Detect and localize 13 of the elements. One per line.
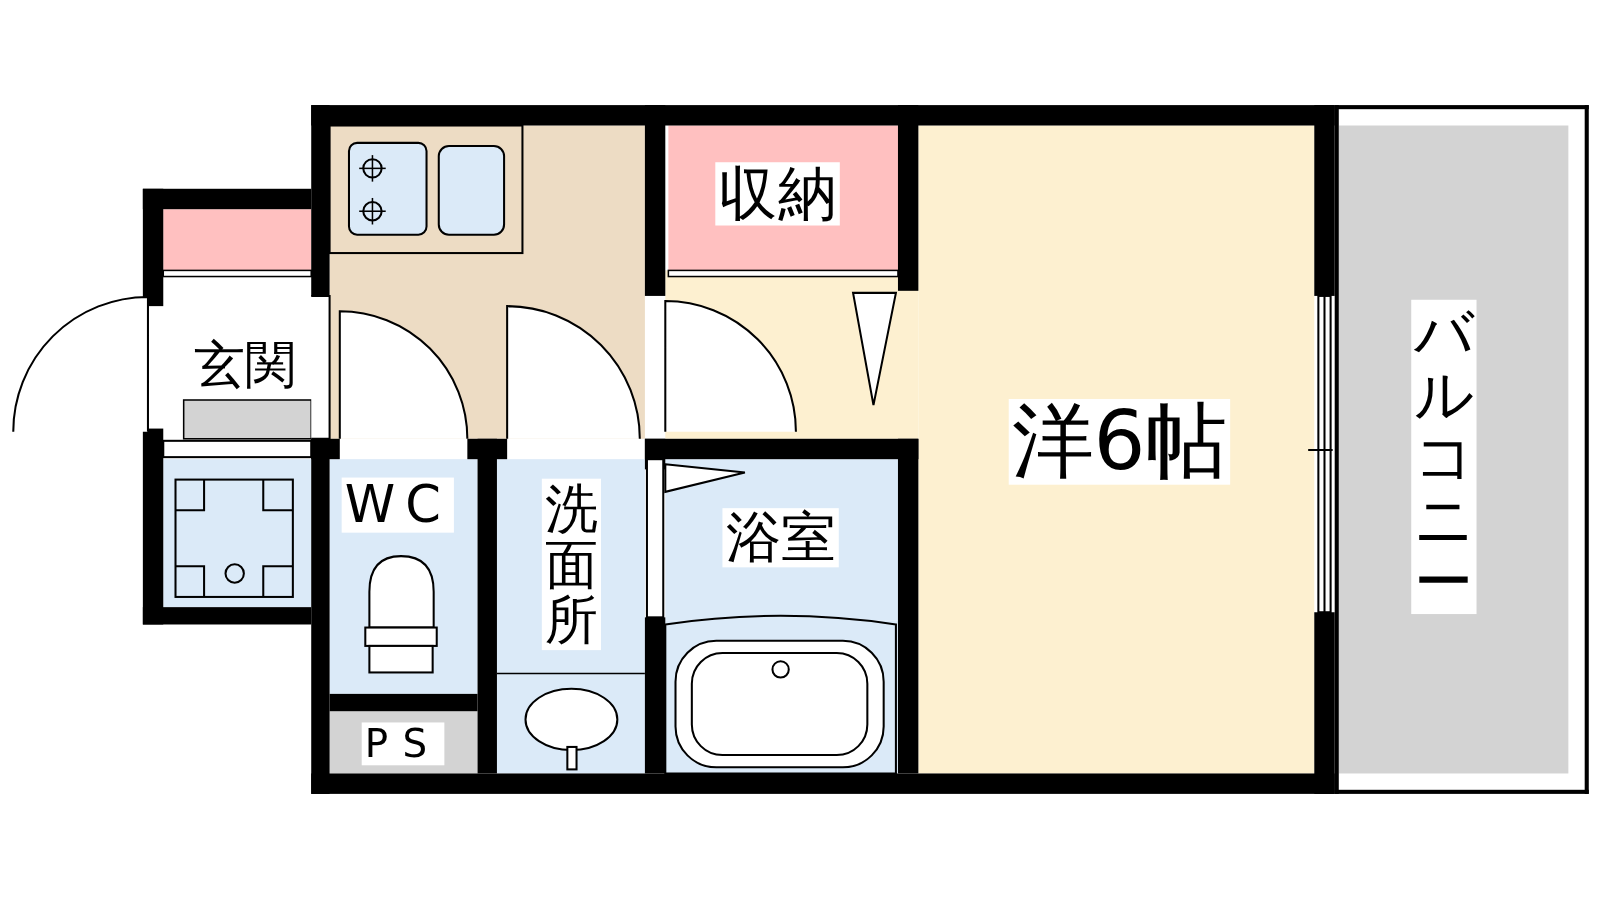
room-label: 洗面所 <box>541 478 601 650</box>
room-label: 収納 <box>715 162 840 226</box>
room-label: バルコニー <box>1411 299 1477 615</box>
room-area <box>329 711 478 774</box>
room-area <box>665 459 898 621</box>
room-area <box>496 459 645 674</box>
room-area <box>918 125 1315 774</box>
room-label: WC <box>341 477 455 533</box>
room-label: PS <box>361 722 445 766</box>
room-label: 洋6帖 <box>1008 399 1231 485</box>
room-label: 浴室 <box>722 508 839 568</box>
room-area <box>668 125 898 271</box>
room-area <box>1338 125 1569 774</box>
